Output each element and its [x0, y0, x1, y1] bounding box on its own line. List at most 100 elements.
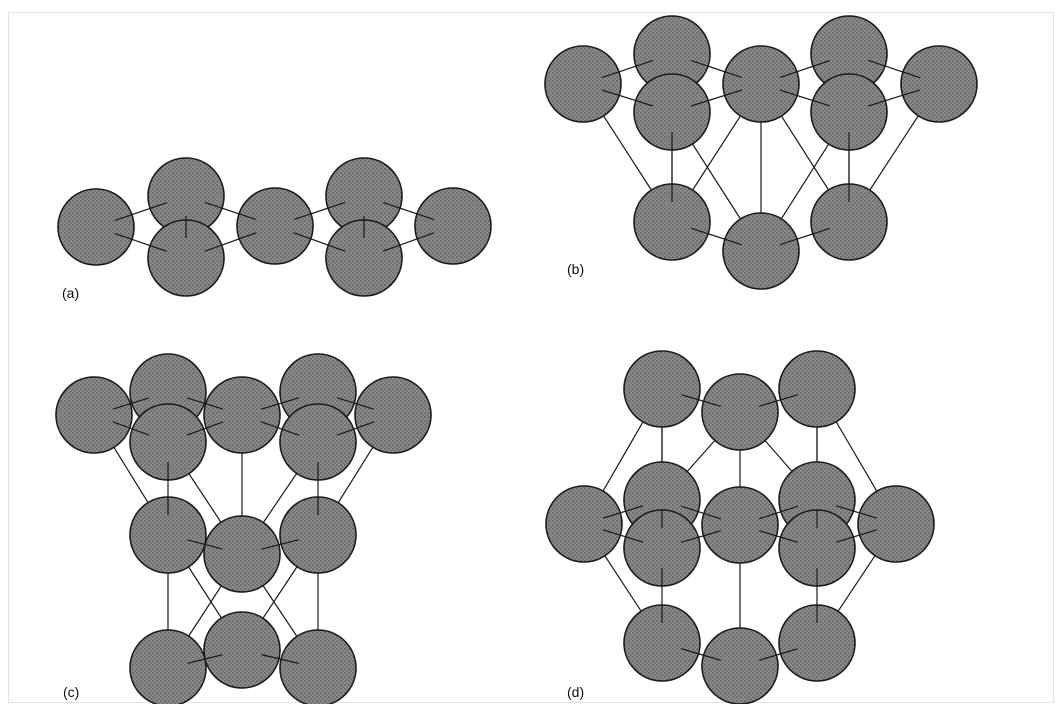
- panel-b-atom: [900, 45, 978, 123]
- panel-d-bond-stub: [859, 529, 878, 536]
- panel-c-bond-stub: [336, 397, 355, 404]
- panel-b-bond-stub: [635, 100, 654, 107]
- panel-c-bond-stub: [261, 654, 280, 660]
- panel-b: (b): [544, 15, 978, 290]
- panel-d-bond-stub: [602, 529, 621, 536]
- panel-b-bond-stub: [779, 89, 798, 97]
- panel-c-bond-stub: [261, 544, 280, 550]
- panel-c-bond-stub: [186, 428, 204, 436]
- panel-d-atom: [623, 350, 701, 428]
- panel-d-bond-stub: [681, 648, 699, 655]
- panel-c-atoms: [55, 353, 432, 704]
- panel-d-bond-stub: [703, 512, 722, 520]
- panel-c-bond-stub: [132, 428, 150, 436]
- panel-d-bond-stub: [780, 536, 799, 543]
- panel-c-bond-stub: [205, 403, 224, 410]
- panel-c-bond-stub: [280, 658, 299, 664]
- panel-d: (d): [545, 350, 935, 704]
- panel-c-bond-stub: [187, 658, 206, 664]
- panel-c-bond-stub: [206, 421, 224, 429]
- panel-c-bond-stub: [281, 397, 300, 404]
- panel-d-atom: [701, 627, 779, 704]
- panel-c-atom: [203, 515, 281, 593]
- panel-b-bond-stub: [779, 71, 798, 79]
- panel-d-atom: [701, 486, 779, 564]
- panel-d-bond-stub: [625, 505, 644, 512]
- panel-d-bond-stub: [780, 505, 799, 513]
- panel-d-bond-stub: [703, 654, 721, 661]
- panel-b-bond-stub: [812, 227, 831, 235]
- panel-c: (c): [55, 353, 432, 704]
- panel-c-bond-stub: [280, 539, 299, 545]
- panel-b-bond-stub: [724, 238, 743, 246]
- panel-b-atoms: [544, 15, 978, 290]
- panel-c-atom: [279, 629, 357, 704]
- panel-d-atom: [857, 485, 935, 563]
- panel-d-bond-stub: [835, 536, 854, 543]
- panel-d-bond-stub: [681, 394, 699, 401]
- panel-b-bond-stub: [779, 238, 798, 246]
- panel-a-atom: [414, 187, 492, 265]
- panel-a-label: (a): [62, 285, 79, 301]
- panel-d-bond-stub: [835, 505, 854, 512]
- panel-b-atom: [722, 212, 800, 290]
- panel-a-bond-stub: [238, 213, 257, 221]
- panel-b-bond-stub: [690, 59, 709, 67]
- panel-a-bond-stub: [149, 201, 168, 209]
- panel-b-bond-stub: [724, 89, 743, 96]
- panel-c-bond-stub: [204, 654, 223, 660]
- panel-b-bond-stub: [867, 100, 886, 107]
- panel-a-atoms: [57, 157, 492, 297]
- panel-c-bond-stub: [260, 421, 279, 429]
- panel-c-bond-stub: [260, 403, 279, 410]
- panel-a-bond-stub: [327, 201, 346, 209]
- panel-d-bond-stub: [703, 530, 721, 537]
- panel-a-bond-stub: [328, 244, 346, 252]
- panel-b-atom: [722, 45, 800, 123]
- panel-d-bond-stub: [780, 394, 799, 401]
- panel-c-bond-stub: [357, 421, 375, 429]
- panel-b-bond-stub: [902, 89, 921, 96]
- panel-d-bond-stub: [681, 536, 699, 543]
- panel-a-bond-stub: [382, 244, 400, 252]
- panel-b-bond-stub: [724, 71, 743, 79]
- panel-c-bond-stub: [281, 428, 300, 436]
- panel-b-bond-stub: [902, 71, 921, 79]
- panel-c-atom: [55, 376, 133, 454]
- panel-d-label: (d): [567, 684, 584, 700]
- panel-c-atom: [354, 376, 432, 454]
- panel-a-bond-stub: [204, 201, 223, 209]
- panel-c-atom: [203, 376, 281, 454]
- panel-c-bond-stub: [336, 428, 354, 436]
- panel-d-atom: [545, 485, 623, 563]
- panel-a-bond-stub: [293, 213, 312, 221]
- panel-b-label: (b): [567, 261, 584, 277]
- panel-a-bond-stub: [149, 245, 168, 253]
- panel-d-bond-stub: [859, 512, 878, 519]
- panel-a-bond-stub: [239, 232, 257, 240]
- panel-b-bond-stub: [867, 59, 886, 67]
- panel-d-bond-stub: [680, 505, 699, 513]
- panel-d-atom: [778, 350, 856, 428]
- panel-d-atom: [701, 373, 779, 451]
- panel-a-bond-stub: [114, 214, 133, 222]
- panel-a-bond-stub: [293, 232, 311, 240]
- panel-a-bond-stub: [416, 213, 435, 221]
- figure-frame: [8, 12, 1054, 703]
- panel-a-bond-stub: [382, 201, 401, 209]
- panel-d-bond-stub: [758, 400, 777, 407]
- panel-d-bond-stub: [758, 512, 777, 520]
- panel-c-label: (c): [63, 684, 79, 700]
- panel-a-bond-stub: [417, 232, 435, 240]
- panel-c-bond-stub: [112, 421, 130, 429]
- panel-b-bond-stub: [690, 227, 709, 235]
- panel-b-bond-stub: [601, 89, 620, 96]
- panel-b-atom: [544, 45, 622, 123]
- panel-c-bond-stub: [187, 539, 205, 546]
- panel-d-bond-stub: [780, 648, 799, 655]
- panel-d-bond-stub: [602, 512, 621, 519]
- panel-d-bond-stub: [758, 530, 777, 537]
- panel-b-bond-stub: [690, 100, 709, 107]
- panel-c-bond-stub: [131, 397, 150, 404]
